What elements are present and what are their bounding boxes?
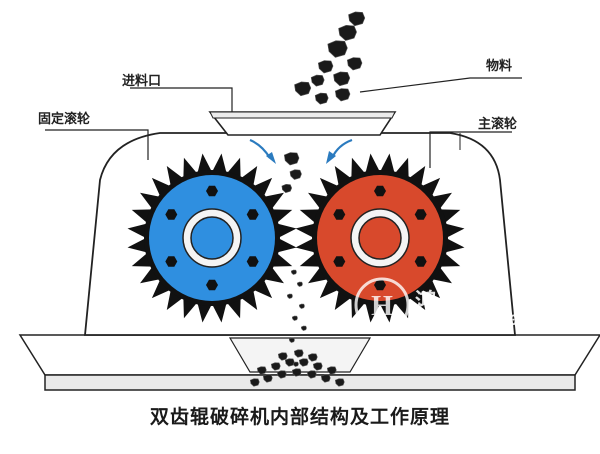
crushed-particle <box>286 293 293 299</box>
discharge-particle <box>298 358 309 367</box>
crushed-particle <box>300 325 307 331</box>
discharge-particle <box>320 374 331 383</box>
leader-lines <box>45 77 522 168</box>
feed-hopper <box>208 111 397 136</box>
crushed-particle <box>288 337 295 343</box>
arrow-head-left <box>266 152 276 164</box>
material-lump <box>333 71 351 87</box>
material-lump <box>327 40 348 58</box>
label-main-roller: 主滚轮 <box>478 117 518 132</box>
material-lump <box>338 24 357 41</box>
discharge-particle <box>256 366 267 375</box>
discharge-particle <box>249 378 260 387</box>
discharge-particle <box>334 378 345 387</box>
material-lump <box>310 74 325 87</box>
discharge-particle <box>262 374 273 383</box>
watermark-company: 鸿通机械 <box>415 290 512 315</box>
material-lump <box>289 169 302 180</box>
main-roller-bolt <box>333 209 346 220</box>
material-lump <box>314 92 329 105</box>
crushed-particle <box>291 315 298 321</box>
material-lump <box>281 183 293 194</box>
fixed-roller-bolt <box>165 256 178 267</box>
watermark-phone: 15803866660 <box>415 313 519 329</box>
material-lump <box>334 88 351 102</box>
material-lump <box>294 81 312 97</box>
figure-caption: 双齿辊破碎机内部结构及工作原理 <box>149 406 450 428</box>
main-roller-hub <box>358 216 402 260</box>
discharge-particle <box>293 349 304 358</box>
fixed-roller <box>127 153 297 323</box>
fixed-roller-bolt <box>246 256 259 267</box>
material-lump <box>283 152 300 166</box>
main-roller <box>295 153 465 323</box>
material-lump <box>317 60 334 74</box>
fixed-roller-bolt <box>206 279 218 291</box>
discharge-particle <box>312 362 323 371</box>
fixed-roller-bolt <box>246 209 259 220</box>
discharge-particle <box>306 370 317 379</box>
main-roller-bolt <box>414 256 427 267</box>
fixed-roller-bolt <box>165 209 178 220</box>
label-feed-inlet: 进料口 <box>122 74 162 89</box>
discharge-particle <box>284 358 295 367</box>
watermark-logo: H <box>354 277 410 333</box>
main-roller-bolt <box>414 209 427 220</box>
logo-letter: H <box>371 291 393 322</box>
label-material: 物料 <box>486 59 513 74</box>
arrow-head-right <box>326 151 336 164</box>
main-roller-bolt <box>374 185 386 197</box>
label-fixed-roller: 固定滚轮 <box>38 112 91 127</box>
main-roller-bolt <box>374 279 386 291</box>
discharge-particle <box>291 368 302 377</box>
crushed-particle <box>296 281 303 287</box>
crushed-particle <box>290 269 297 275</box>
material-lump <box>348 11 366 27</box>
fixed-roller-bolt <box>206 185 218 197</box>
main-roller-bolt <box>333 256 346 267</box>
discharge-particle <box>276 370 287 379</box>
discharge-particle <box>326 366 337 375</box>
fixed-roller-hub <box>190 216 234 260</box>
material-lump <box>346 57 363 71</box>
discharge-particle <box>307 353 318 362</box>
crushed-particle <box>298 303 305 309</box>
discharge-particle <box>277 352 288 361</box>
discharge-particle <box>270 362 281 371</box>
base-frame <box>18 334 600 391</box>
